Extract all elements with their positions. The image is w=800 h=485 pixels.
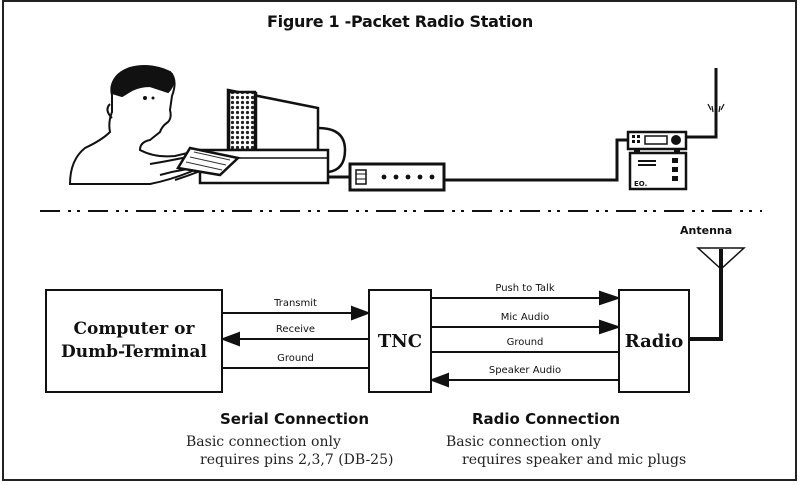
- arrow-left-icon: [429, 372, 449, 388]
- radio-block: Radio: [618, 289, 690, 393]
- signal-label-speaker-audio: Speaker Audio: [488, 365, 562, 376]
- figure-title: Figure 1 -Packet Radio Station: [267, 12, 533, 31]
- radio-caption-line2: requires speaker and mic plugs: [462, 452, 687, 468]
- radio-caption-line1: Basic connection only: [446, 434, 601, 450]
- radio-connection-heading: Radio Connection: [472, 410, 621, 428]
- tnc-radio-cable: [444, 138, 628, 182]
- tnc-modem-icon: [348, 162, 446, 192]
- signal-label-mic-audio: Mic Audio: [500, 312, 550, 323]
- arrow-right-icon: [351, 305, 371, 321]
- antenna-icon: [690, 247, 746, 341]
- computer-terminal-icon: [175, 88, 350, 185]
- serial-caption-line2: requires pins 2,3,7 (DB-25): [200, 452, 394, 468]
- arrow-left-icon: [220, 331, 240, 347]
- serial-connection-heading: Serial Connection: [220, 410, 370, 428]
- arrow-right-icon: [599, 290, 622, 306]
- tnc-label: TNC: [377, 330, 423, 352]
- tnc-block: TNC: [368, 289, 432, 393]
- signal-label-push-to-talk: Push to Talk: [495, 283, 555, 294]
- radio-label: Radio: [624, 330, 684, 352]
- serial-lines: [220, 305, 371, 369]
- radio-lines: [429, 290, 622, 388]
- signal-label-transmit: Transmit: [274, 298, 317, 309]
- radio-badge: EO.: [634, 180, 647, 188]
- arrow-right-icon: [599, 319, 622, 335]
- computer-block: Computer or Dumb-Terminal: [45, 289, 223, 393]
- computer-label-line2: Dumb-Terminal: [61, 342, 207, 362]
- serial-caption-line1: Basic connection only: [186, 434, 341, 450]
- signal-label-receive: Receive: [275, 324, 316, 335]
- radio-transceiver-icon: EO.: [626, 130, 688, 191]
- computer-label-line1: Computer or: [73, 319, 195, 339]
- antenna-mast-icon: [686, 68, 725, 139]
- signal-label-serial-ground: Ground: [277, 353, 314, 364]
- signal-label-radio-ground: Ground: [506, 337, 544, 348]
- antenna-label: Antenna: [680, 224, 733, 237]
